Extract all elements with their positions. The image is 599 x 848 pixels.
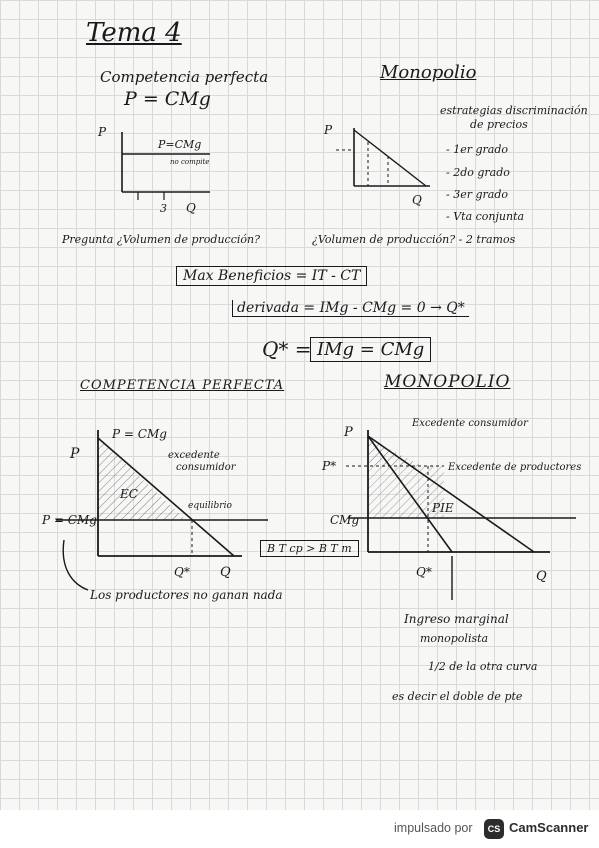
right-heading: Monopolio	[380, 62, 477, 83]
camscanner-badge: CS CamScanner	[484, 817, 590, 841]
camscanner-brand: CamScanner	[509, 820, 589, 835]
m-p-star-label: P*	[321, 459, 336, 473]
m-marginal-revenue-curve	[367, 435, 453, 553]
small-left-sub-label: no compite	[170, 158, 209, 166]
section-monopoly: MONOPOLIO	[384, 372, 511, 392]
m-img-4: es decir el doble de pte	[392, 690, 523, 703]
m-img-2: monopolista	[420, 632, 489, 645]
left-formula: P = CMg	[124, 88, 211, 110]
cp-p-axis-label: P	[69, 446, 80, 462]
small-left-p-label: P	[97, 125, 107, 139]
notebook-page: Tema 4 Competencia perfecta P = CMg Mono…	[0, 0, 599, 810]
discrimination-item-1: - 1er grado	[446, 143, 508, 156]
discrimination-title-1: estrategias discriminación	[440, 104, 588, 117]
small-right-p-label: P	[323, 123, 333, 137]
derivative-line: derivada = IMg - CMg = 0 → Q*	[232, 300, 469, 317]
small-right-demand-line	[353, 129, 427, 187]
cp-note: Los productores no ganan nada	[90, 588, 283, 602]
discrimination-item-4: - Vta conjunta	[446, 210, 525, 223]
small-left-tick-label: 3	[160, 202, 167, 215]
small-left-q-label: Q	[186, 201, 196, 215]
camscanner-logo-icon: CS	[484, 819, 504, 839]
question-left: Pregunta ¿Volumen de producción?	[62, 233, 260, 246]
m-cmg-label: CMg	[330, 513, 359, 527]
small-right-q-label: Q	[412, 193, 422, 207]
m-ex-cons-label: Excedente consumidor	[411, 418, 529, 429]
cp-consumidor-label: consumidor	[176, 462, 237, 473]
page-title: Tema 4	[86, 18, 182, 48]
cp-p-cmg-label: P = CMg	[41, 513, 97, 527]
optimum-label: Q* =	[262, 337, 312, 361]
m-p-axis-label: P	[343, 425, 353, 440]
cp-q-label: Q	[220, 565, 231, 580]
footer-text: impulsado por	[394, 821, 473, 835]
m-producer-surplus-area	[368, 466, 444, 518]
consumer-surplus-area	[98, 438, 186, 520]
cp-equilibrio-label: equilibrio	[188, 501, 232, 511]
m-pie-label: PIE	[431, 501, 454, 515]
m-q-label: Q	[536, 569, 547, 584]
m-demand-curve	[367, 435, 535, 553]
benefit-compare-box: B T cp > B T m	[260, 540, 359, 557]
optimum-condition-box: IMg = CMg	[310, 337, 432, 362]
m-img-1: Ingreso marginal	[404, 612, 509, 626]
small-chart-monopoly: P Q	[323, 123, 430, 207]
cp-note-arrow	[62, 539, 89, 591]
cp-p-top-label: P = CMg	[111, 427, 167, 441]
perfect-competition-chart: P = CMg P P = CMg excedente consumidor E…	[41, 427, 268, 591]
cp-q-star-label: Q*	[174, 565, 190, 579]
small-chart-perfect-competition: P P=CMg no compite 3 Q	[97, 125, 210, 215]
cp-ec-label: EC	[119, 487, 138, 501]
discrimination-item-2: - 2do grado	[446, 166, 510, 179]
max-profit-box: Max Beneficios = IT - CT	[176, 266, 368, 286]
monopoly-chart: P P* CMg Excedente consumidor Excedente …	[321, 418, 581, 600]
question-right: ¿Volumen de producción? - 2 tramos	[312, 233, 516, 246]
section-perfect-competition: COMPETENCIA PERFECTA	[80, 378, 285, 393]
cp-demand-curve	[97, 437, 235, 557]
cp-excedente-label: excedente	[168, 450, 220, 461]
m-q-star-label: Q*	[416, 565, 432, 579]
m-img-3: 1/2 de la otra curva	[428, 660, 538, 673]
discrimination-title-2: de precios	[470, 118, 528, 131]
m-ex-prod-label: Excedente de productores	[447, 462, 581, 473]
scanner-footer: impulsado por CS CamScanner	[0, 810, 599, 848]
small-left-curve-label: P=CMg	[157, 138, 201, 151]
left-heading: Competencia perfecta	[100, 68, 269, 86]
discrimination-item-3: - 3er grado	[446, 188, 508, 201]
